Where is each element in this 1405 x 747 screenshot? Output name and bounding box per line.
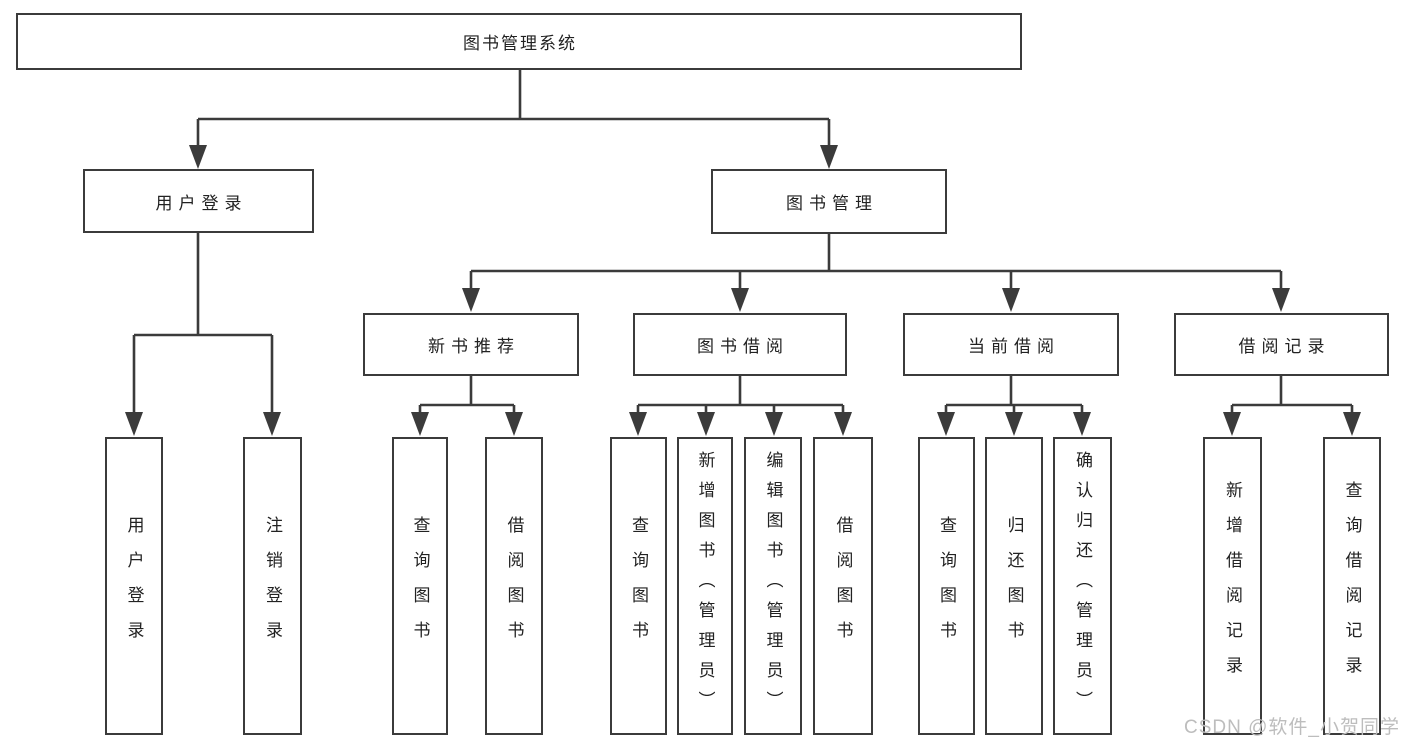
node-label: 注销登录: [263, 516, 282, 656]
node-label: 图书管理系统: [463, 34, 577, 53]
leaf-edit-books-admin: 编辑图书（管理员）: [744, 437, 802, 735]
connector-root-to-level2: [189, 70, 838, 169]
node-label: 新书推荐: [428, 337, 520, 356]
node-label: 确认归还（管理员）: [1073, 451, 1092, 721]
node-label: 当前借阅: [968, 337, 1060, 356]
connector-book-borrow-children: [629, 376, 852, 436]
node-book-borrow: 图书借阅: [633, 313, 847, 376]
leaf-logout-login: 注销登录: [243, 437, 302, 735]
node-label: 图书管理: [786, 194, 878, 213]
node-label: 归还图书: [1004, 516, 1024, 656]
node-label: 新增借阅记录: [1223, 481, 1242, 691]
node-label: 图书借阅: [697, 337, 789, 356]
node-label: 查询借阅记录: [1342, 481, 1362, 691]
node-label: 新增图书（管理员）: [695, 451, 715, 721]
leaf-return-books: 归还图书: [985, 437, 1043, 735]
node-library-system: 图书管理系统: [16, 13, 1022, 70]
node-label: 借阅记录: [1238, 337, 1331, 356]
connector-current-borrow-children: [937, 376, 1091, 436]
node-label: 查询图书: [410, 516, 430, 656]
node-current-borrow: 当前借阅: [903, 313, 1119, 376]
leaf-confirm-return-admin: 确认归还（管理员）: [1053, 437, 1112, 735]
node-label: 编辑图书（管理员）: [763, 451, 783, 721]
csdn-watermark: CSDN @软件_小贺同学: [1184, 717, 1400, 738]
node-label: 借阅图书: [833, 516, 853, 656]
node-label: 用户登录: [155, 193, 248, 213]
node-new-book-recommend: 新书推荐: [363, 313, 579, 376]
leaf-borrow-books-newbook: 借阅图书: [485, 437, 543, 735]
leaf-query-books-current: 查询图书: [918, 437, 975, 735]
connector-borrow-records-children: [1223, 376, 1361, 436]
leaf-query-books-borrow: 查询图书: [610, 437, 667, 735]
connector-user-login-children: [125, 233, 281, 436]
node-label: 用户登录: [124, 516, 144, 656]
leaf-add-books-admin: 新增图书（管理员）: [677, 437, 733, 735]
leaf-borrow-books-borrow: 借阅图书: [813, 437, 873, 735]
leaf-query-borrow-record: 查询借阅记录: [1323, 437, 1381, 735]
node-label: 查询图书: [629, 516, 648, 656]
node-label: 查询图书: [937, 516, 956, 656]
connector-book-mgmt-children: [462, 234, 1290, 312]
node-user-login: 用户登录: [83, 169, 314, 233]
node-borrow-records: 借阅记录: [1174, 313, 1389, 376]
connector-new-book-children: [411, 376, 523, 436]
node-label: 借阅图书: [504, 516, 524, 656]
node-book-mgmt: 图书管理: [711, 169, 947, 234]
leaf-user-login: 用户登录: [105, 437, 163, 735]
leaf-query-books-newbook: 查询图书: [392, 437, 448, 735]
leaf-add-borrow-record: 新增借阅记录: [1203, 437, 1262, 735]
